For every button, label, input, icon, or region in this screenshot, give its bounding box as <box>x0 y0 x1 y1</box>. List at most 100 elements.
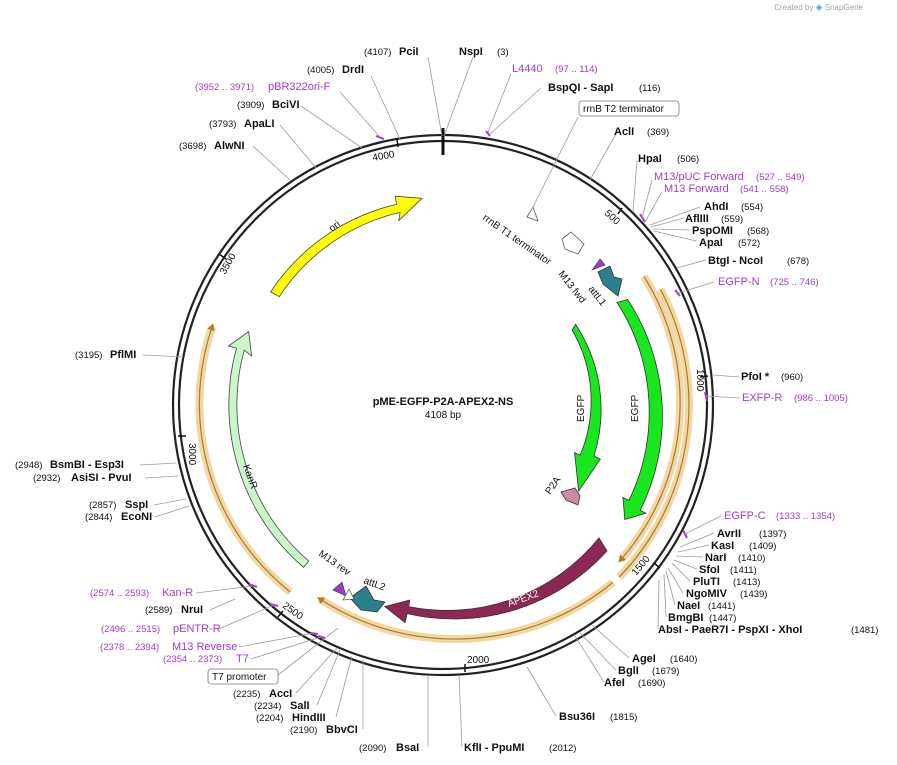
feature-m13-fwd[interactable] <box>591 258 606 271</box>
site-pos-kfli-ppumi: (2012) <box>549 743 576 754</box>
site-name-pfoi[interactable]: PfoI * <box>741 371 770 383</box>
primer-name-m13-reverse[interactable]: M13 Reverse <box>172 641 237 653</box>
site-name-pluti[interactable]: PluTI <box>693 576 720 588</box>
site-name-avrii[interactable]: AvrII <box>717 528 741 540</box>
site-name-naei[interactable]: NaeI <box>677 600 700 612</box>
site-name-bsu36i[interactable]: Bsu36I <box>559 711 595 723</box>
feature-rrnb-t2[interactable] <box>526 206 539 222</box>
credit-brand: SnapGene <box>824 3 863 12</box>
leader-alwni <box>252 145 292 182</box>
leader-sali <box>316 649 341 706</box>
site-name-nrui[interactable]: NruI <box>181 604 203 616</box>
ruler-label-3000: 3000 <box>186 443 197 466</box>
feature-ori[interactable] <box>270 195 423 298</box>
site-name-acli[interactable]: AclI <box>614 126 634 138</box>
site-pos-hpai: (506) <box>677 154 699 165</box>
site-name-asisi-pvui[interactable]: AsiSI - PvuI <box>71 472 132 484</box>
primer-name-kan-r[interactable]: Kan-R <box>162 587 193 599</box>
site-name-ngomiv[interactable]: NgoMIV <box>686 588 728 600</box>
primer-name-m13-forward[interactable]: M13 Forward <box>664 183 729 195</box>
site-name-acci[interactable]: AccI <box>269 688 292 700</box>
site-pos-hindiii: (2204) <box>256 713 283 724</box>
primer-name-egfp-c[interactable]: EGFP-C <box>724 510 766 522</box>
site-name-nari[interactable]: NarI <box>705 552 726 564</box>
feature-kanr[interactable] <box>227 330 310 568</box>
site-name-econi[interactable]: EcoNI <box>121 511 152 523</box>
feature-egfp-outer[interactable] <box>616 299 663 521</box>
rrnb-t2-box <box>578 100 680 117</box>
site-name-alwni[interactable]: AlwNI <box>214 140 245 152</box>
site-pos-nspi: (3) <box>497 47 509 58</box>
site-name-pflmi[interactable]: PflMI <box>110 349 136 361</box>
site-name-bcivi[interactable]: BciVI <box>272 99 300 111</box>
leader-absi <box>657 579 660 630</box>
site-name-bsai[interactable]: BsaI <box>396 742 419 754</box>
site-name-ahdi[interactable]: AhdI <box>704 201 728 213</box>
label-p2a: P2A <box>543 475 563 497</box>
leader-bmgbi <box>663 573 667 618</box>
leader-m13-reverse <box>238 632 315 648</box>
site-name-pcii[interactable]: PciI <box>399 46 419 58</box>
site-pos-pspomi: (568) <box>747 226 769 237</box>
site-pos-afei: (1690) <box>638 678 665 689</box>
leader-t7 <box>250 636 322 660</box>
site-name-btgi-ncoi[interactable]: BtgI - NcoI <box>708 255 763 267</box>
site-name-absi-xhoi[interactable]: AbsI - PaeR7I - PspXI - XhoI <box>658 624 802 636</box>
feature-p2a[interactable] <box>560 487 581 506</box>
site-name-nspi[interactable]: NspI <box>459 46 483 58</box>
primer-name-m13-puc-forward[interactable]: M13/pUC Forward <box>654 171 744 183</box>
site-pos-btgi-ncoi: (678) <box>787 256 809 267</box>
label-ori: ori <box>327 219 343 235</box>
site-pos-ahdi: (554) <box>741 202 763 213</box>
primer-name-egfp-n[interactable]: EGFP-N <box>718 276 760 288</box>
site-name-sapi[interactable]: BspQI - SapI <box>548 82 613 94</box>
site-name-bbvci[interactable]: BbvCI <box>326 724 358 736</box>
site-name-sfoi[interactable]: SfoI <box>699 564 720 576</box>
feature-attl1[interactable] <box>597 265 623 297</box>
primer-name-pbr322ori-f[interactable]: pBR322ori-F <box>268 81 331 93</box>
site-name-apai[interactable]: ApaI <box>699 237 723 249</box>
site-name-sali[interactable]: SalI <box>290 700 310 712</box>
site-name-kfli-ppumi[interactable]: KflI - PpuMI <box>464 742 525 754</box>
site-name-agei[interactable]: AgeI <box>632 653 656 665</box>
site-pos-bsu36i: (1815) <box>610 712 637 723</box>
leader-egfp-n <box>677 281 715 294</box>
primer-name-t7[interactable]: T7 <box>236 653 249 665</box>
site-name-afei[interactable]: AfeI <box>604 677 625 689</box>
site-name-hindiii[interactable]: HindIII <box>292 712 326 724</box>
site-name-bmgbi[interactable]: BmgBI <box>668 612 703 624</box>
primer-name-pentr-r[interactable]: pENTR-R <box>173 623 221 635</box>
site-name-pspomi[interactable]: PspOMI <box>692 225 733 237</box>
feature-attl2[interactable] <box>349 585 386 613</box>
site-name-sspi[interactable]: SspI <box>125 499 148 511</box>
feature-egfp-inner[interactable] <box>571 323 602 493</box>
leader-apai <box>653 230 697 242</box>
leader-m13-puc-forward <box>641 179 653 219</box>
ruler-label-500: 500 <box>602 208 622 228</box>
primer-name-l4440[interactable]: L4440 <box>512 63 543 75</box>
site-name-afliii[interactable]: AflIII <box>685 213 709 225</box>
feature-t7-marker <box>342 588 355 601</box>
site-name-hpai[interactable]: HpaI <box>638 153 662 165</box>
site-name-bsmbi-esp3i[interactable]: BsmBI - Esp3I <box>50 459 124 471</box>
t7-promoter-box <box>207 668 279 685</box>
feature-m13-rev[interactable] <box>332 581 347 597</box>
site-pos-pfoi: (960) <box>781 372 803 383</box>
site-name-drdi[interactable]: DrdI <box>342 64 364 76</box>
site-name-kasi[interactable]: KasI <box>711 540 734 552</box>
primer-range-l4440: (97 .. 114) <box>555 64 598 75</box>
site-name-bgli[interactable]: BglI <box>618 665 639 677</box>
site-pos-sapi: (116) <box>639 83 660 94</box>
primer-name-exfp-r[interactable]: EXFP-R <box>742 392 782 404</box>
leader-acci <box>295 647 338 694</box>
site-name-apali[interactable]: ApaLI <box>244 118 275 130</box>
site-pos-kasi: (1409) <box>749 541 776 552</box>
orf-arrow-kanr <box>198 323 291 593</box>
leader-pbr322ori-f <box>339 91 381 138</box>
site-pos-sspi: (2857) <box>89 500 116 511</box>
primer-range-m13-reverse: (2378 .. 2394) <box>100 642 159 653</box>
feature-apex2[interactable] <box>383 537 608 624</box>
primer-range-pbr322ori-f: (3952 .. 3971) <box>195 82 254 93</box>
label-t7-promoter: T7 promoter <box>212 672 267 683</box>
feature-rrnb-t1[interactable] <box>561 231 585 255</box>
